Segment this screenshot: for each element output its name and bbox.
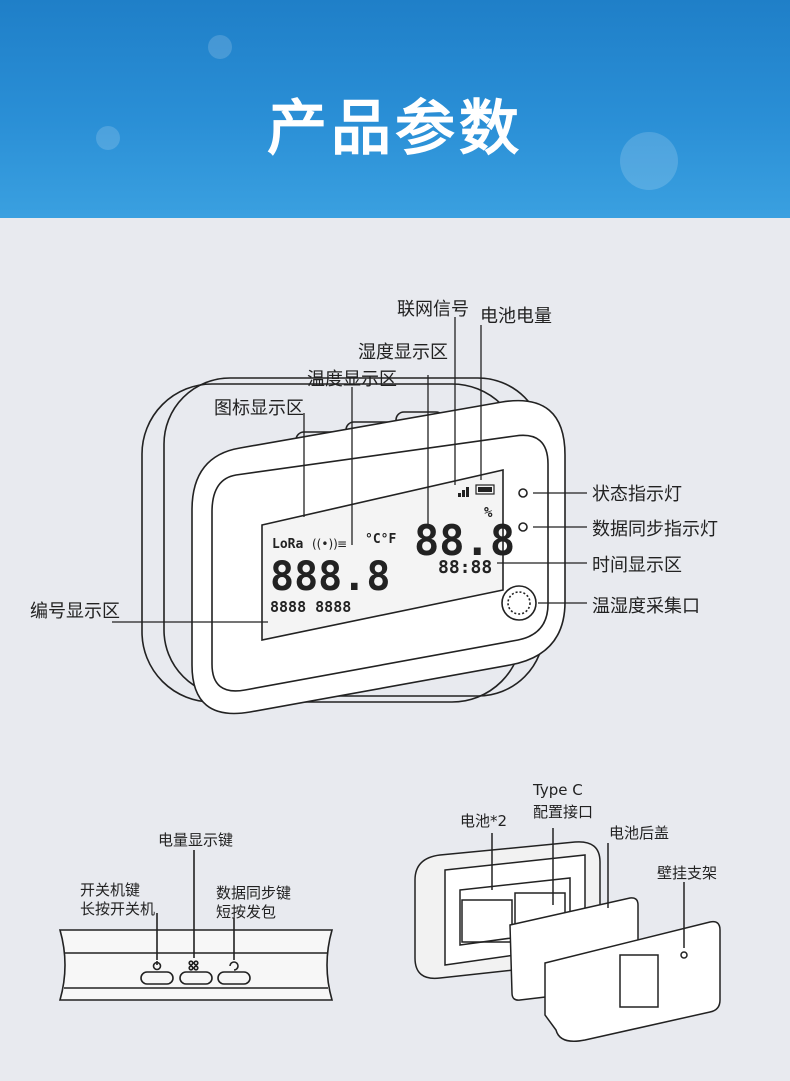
label-sync-light: 数据同步指示灯 (592, 519, 718, 540)
label-temperature-area: 温度显示区 (307, 369, 397, 390)
decor-bubble (208, 35, 232, 59)
lcd-time: 88:88 (438, 557, 492, 578)
label-wall-mount: 壁挂支架 (657, 864, 718, 882)
lcd-lora: LoRa (272, 537, 303, 552)
label-sensor-port: 温湿度采集口 (592, 596, 700, 617)
lcd-temp-unit: °C°F (365, 532, 396, 547)
label-power-key: 开关机键 (80, 881, 141, 899)
battery-icon (475, 484, 495, 495)
back-view-drawing (414, 828, 721, 1042)
lcd-id-number: 8888 8888 (270, 598, 351, 616)
header-banner: 产品参数 (0, 0, 790, 218)
label-time-area: 时间显示区 (592, 555, 682, 576)
label-humidity-area: 湿度显示区 (358, 342, 448, 363)
side-view-drawing (58, 850, 334, 1001)
decor-bubble (96, 126, 120, 150)
label-power-hint: 长按开关机 (80, 900, 156, 918)
lcd-temperature: 888.8 (270, 554, 390, 600)
label-battery: 电池*2 (460, 812, 508, 830)
label-icon-area: 图标显示区 (214, 398, 304, 419)
decor-bubble (620, 132, 678, 190)
label-battery-cover: 电池后盖 (609, 824, 670, 842)
label-status-light: 状态指示灯 (592, 484, 682, 505)
label-network-signal: 联网信号 (397, 299, 469, 320)
wireless-icon: ((•)) (312, 537, 338, 551)
signal-icon (458, 487, 469, 497)
label-id-area: 编号显示区 (30, 601, 120, 622)
label-config-port: 配置接口 (533, 803, 594, 821)
label-type-c: Type C (533, 781, 583, 799)
lcd-humidity-unit: % (484, 505, 493, 521)
lcd-humidity: 88.8 (414, 516, 515, 565)
label-battery-key: 电量显示键 (158, 831, 234, 849)
label-sync-hint: 短按发包 (216, 903, 277, 921)
menu-icon: ≡ (337, 537, 347, 551)
page-title: 产品参数 (267, 94, 523, 164)
label-battery-level: 电池电量 (480, 306, 552, 327)
label-sync-key: 数据同步键 (216, 884, 292, 902)
